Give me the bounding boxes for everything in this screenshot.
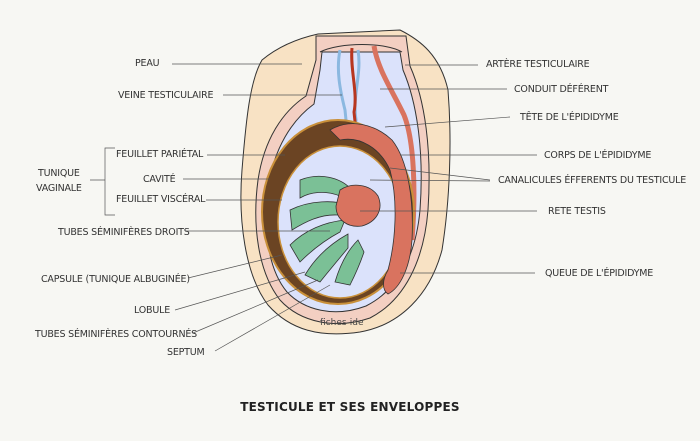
leader-canalicules-1 (389, 167, 491, 181)
rete-testis (335, 184, 381, 227)
label-rete-testis: RETE TESTIS (548, 206, 606, 217)
label-conduit-deferent: CONDUIT DÉFÉRENT (514, 84, 609, 95)
label-cavite: CAVITÉ (143, 174, 176, 185)
label-corps-epididyme: CORPS DE L'ÉPIDIDYME (544, 150, 652, 161)
testicular-artery (350, 47, 360, 151)
label-feuillet-parietal: FEUILLET PARIÉTAL (116, 149, 204, 160)
label-veine-testiculaire: VEINE TESTICULAIRE (118, 90, 214, 101)
label-tubes-contournes: TUBES SÉMINIFÈRES CONTOURNÉS (35, 329, 197, 340)
label-canalicules-efferents: CANALICULES ÉFFERENTS DU TESTICULE (498, 175, 687, 186)
label-tunique-vaginale-2: VAGINALE (36, 183, 82, 194)
testicular-vein (336, 49, 350, 141)
label-queue-epididyme: QUEUE DE L'ÉPIDIDYME (545, 268, 654, 279)
label-septum: SEPTUM (167, 347, 205, 358)
leader-canalicules-2 (369, 179, 491, 182)
label-feuillet-visceral: FEUILLET VISCÉRAL (116, 194, 206, 205)
diagram-title: TESTICULE ET SES ENVELOPPES (240, 400, 460, 414)
label-tunique-vaginale-1: TUNIQUE (38, 168, 80, 179)
leader-septum (214, 284, 331, 352)
label-capsule: CAPSULE (TUNIQUE ALBUGINÉE) (41, 274, 190, 285)
label-peau: PEAU (135, 58, 160, 69)
leader-tete (384, 116, 511, 128)
lobules (289, 175, 365, 286)
epididymis (329, 123, 413, 295)
tunique-bracket (90, 147, 115, 216)
label-artere-testiculaire: ARTÈRE TESTICULAIRE (486, 59, 590, 70)
leader-tubes-contournes (192, 279, 319, 334)
label-tubes-droits: TUBES SÉMINIFÈRES DROITS (58, 227, 190, 238)
label-tete-epididyme: TÊTE DE L'ÉPIDIDYME (520, 112, 619, 123)
label-lobule: LOBULE (134, 305, 170, 316)
leader-lobule (174, 271, 306, 311)
leader-capsule (187, 254, 283, 279)
watermark: fiches-ide (320, 318, 364, 328)
